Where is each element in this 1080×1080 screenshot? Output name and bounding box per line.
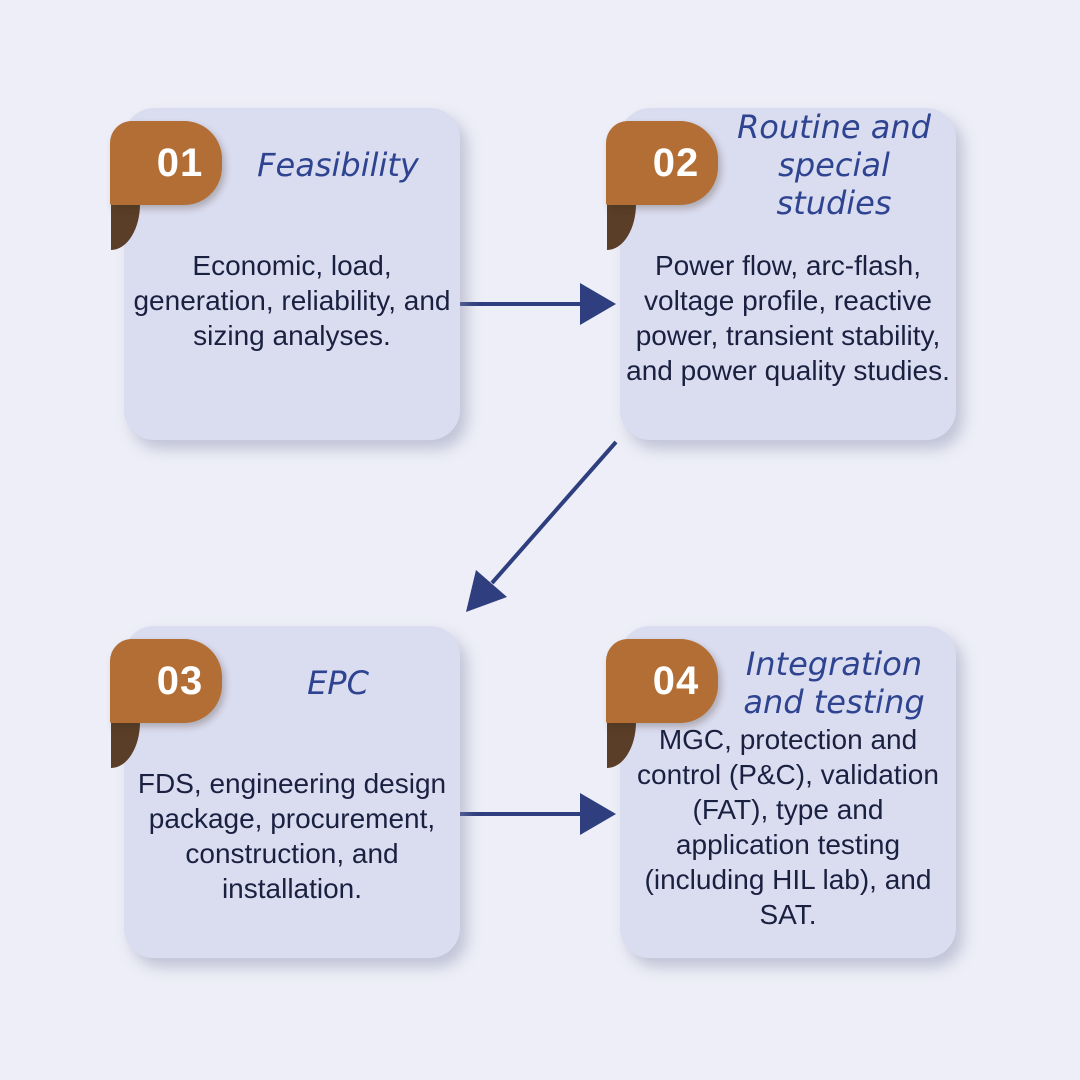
ribbon-fold	[111, 204, 140, 250]
ribbon-fold	[607, 204, 636, 250]
step-description: FDS, engineering design package, procure…	[137, 768, 447, 904]
step-title: EPC	[307, 664, 369, 702]
step-number-tab: 03	[110, 639, 222, 723]
step-number-tab: 02	[606, 121, 718, 205]
arrow-right-icon	[458, 793, 616, 835]
step-description: Economic, load, generation, reliability,…	[133, 250, 451, 351]
step-card-1: 01 Feasibility Economic, load, generatio…	[110, 108, 460, 440]
step-number: 02	[652, 141, 700, 185]
step-number: 04	[652, 659, 700, 703]
step-description: MGC, protection and control (P&C), valid…	[637, 724, 939, 930]
step-number: 01	[156, 141, 204, 185]
step-title: Feasibility	[257, 146, 419, 184]
step-title: Routine and special studies	[737, 108, 931, 222]
arrow-down-left-icon	[466, 440, 618, 612]
arrow-right-icon	[458, 283, 616, 325]
step-description: Power flow, arc-flash, voltage profile, …	[626, 250, 950, 386]
step-card-2: 02 Routine and special studies Power flo…	[606, 108, 956, 440]
step-card-4: 04 Integration and testing MGC, protecti…	[606, 626, 956, 958]
step-number-tab: 01	[110, 121, 222, 205]
step-number-tab: 04	[606, 639, 718, 723]
step-number: 03	[156, 659, 204, 703]
ribbon-fold	[111, 722, 140, 768]
step-card-3: 03 EPC FDS, engineering design package, …	[110, 626, 460, 958]
step-title: Integration and testing	[743, 645, 925, 721]
